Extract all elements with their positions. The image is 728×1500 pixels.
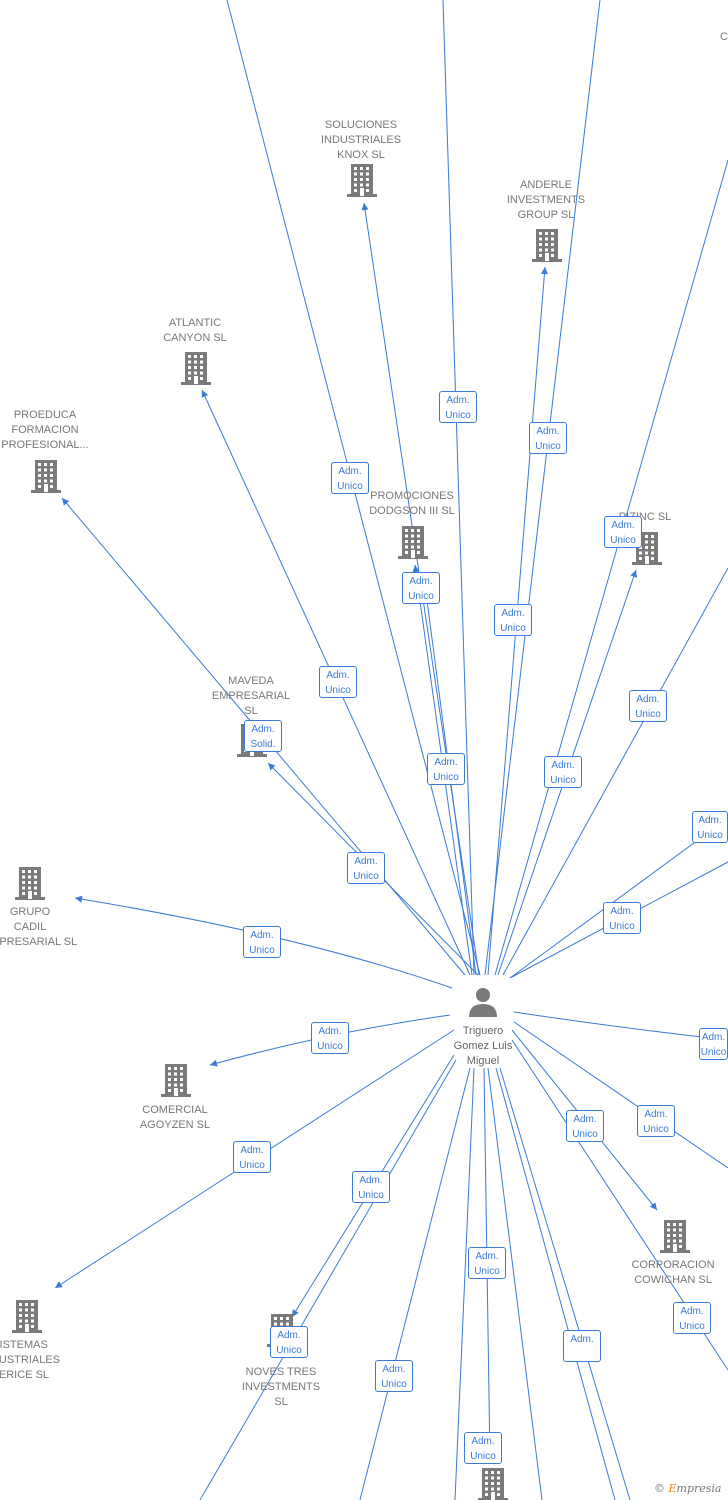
company-label-comercial[interactable]: COMERCIAL AGOYZEN SL — [139, 1104, 211, 1131]
arrowhead — [55, 1281, 63, 1288]
arrowhead — [649, 1202, 657, 1210]
relation-badge[interactable]: Adm. — [563, 1330, 601, 1362]
relation-badge[interactable]: Adm. Unico — [402, 572, 440, 604]
building-icon — [398, 526, 428, 559]
building-icon — [31, 460, 61, 493]
relation-badge[interactable]: Adm. Unico — [243, 926, 281, 958]
arrowhead — [540, 267, 548, 275]
relation-badge[interactable]: Adm. Unico — [427, 753, 465, 785]
relation-badge[interactable]: Adm. Unico — [529, 422, 567, 454]
relation-line — [454, 1067, 475, 1500]
relation-badge[interactable]: Adm. Unico — [270, 1326, 308, 1358]
building-icon — [181, 352, 211, 385]
building-icon — [15, 867, 45, 900]
arrowhead — [210, 1059, 218, 1067]
brand-logo-letter: E — [668, 1482, 677, 1495]
relation-badge[interactable]: Adm. Unico — [464, 1432, 502, 1464]
relation-badge[interactable]: Adm. Unico — [468, 1247, 506, 1279]
relation-badge[interactable]: Adm. Unico — [375, 1360, 413, 1392]
relation-badge[interactable]: Adm. Unico — [352, 1171, 390, 1203]
relation-badge[interactable]: Adm. Unico — [311, 1022, 349, 1054]
arrowhead — [412, 565, 420, 573]
relation-badge[interactable]: Adm. Unico — [544, 756, 582, 788]
company-label-promociones[interactable]: PROMOCIONES DODGSON III SL — [369, 490, 455, 517]
company-label-maveda[interactable]: MAVEDA EMPRESARIAL SL — [211, 675, 291, 717]
company-label-corporacion[interactable]: CORPORACION COWICHAN SL — [631, 1259, 715, 1286]
relation-badge[interactable]: Adm. Unico — [673, 1302, 711, 1334]
building-icon — [347, 164, 377, 197]
arrowhead — [361, 203, 369, 211]
relation-line — [442, 0, 475, 976]
relation-badge[interactable]: Adm. Unico — [604, 516, 642, 548]
company-label-atlantic[interactable]: ATLANTIC CANYON SL — [163, 317, 227, 344]
relation-line — [495, 1067, 616, 1500]
company-label-soluciones[interactable]: SOLUCIONES INDUSTRIALES KNOX SL — [320, 119, 402, 161]
relation-line — [487, 1067, 543, 1500]
person-icon — [469, 988, 497, 1017]
relation-line — [502, 567, 728, 976]
arrowhead — [62, 498, 70, 506]
relation-line — [513, 1021, 728, 1169]
relation-badge[interactable]: Adm. Unico — [347, 852, 385, 884]
relation-badge[interactable]: Adm. Unico — [692, 811, 728, 843]
relation-line — [74, 897, 453, 989]
relation-line — [359, 1067, 471, 1500]
relation-line — [513, 1011, 728, 1041]
relation-line — [499, 1067, 631, 1500]
company-label-sistemas[interactable]: SISTEMAS INDUSTRIALES HERICE SL — [0, 1339, 61, 1381]
relation-badge[interactable]: Adm. Solid. — [244, 720, 282, 752]
brand-watermark: © Empresia — [654, 1482, 722, 1495]
company-label-anderle[interactable]: ANDERLE INVESTMENTS GROUP SL — [506, 179, 586, 221]
company-label-topright[interactable]: C — [720, 31, 728, 43]
relation-badge[interactable]: Adm. Unico — [699, 1028, 728, 1060]
company-label-grupo[interactable]: GRUPO CADIL EMPRESARIAL SL — [0, 906, 78, 948]
arrowhead — [630, 570, 638, 578]
building-icon — [660, 1220, 690, 1253]
arrowhead — [292, 1309, 299, 1317]
relation-badge[interactable]: Adm. Unico — [233, 1141, 271, 1173]
relation-line — [484, 0, 601, 976]
relation-line — [509, 817, 728, 979]
relation-badge[interactable]: Adm. Unico — [566, 1110, 604, 1142]
relation-badge[interactable]: Adm. Unico — [603, 902, 641, 934]
relation-line — [199, 1059, 457, 1500]
arrowhead — [75, 895, 83, 903]
arrowhead — [268, 763, 276, 771]
relation-badge[interactable]: Adm. Unico — [494, 604, 532, 636]
building-icon — [161, 1064, 191, 1097]
relation-badge[interactable]: Adm. Unico — [331, 462, 369, 494]
copyright-symbol: © — [654, 1482, 665, 1495]
arrowhead — [201, 390, 209, 398]
company-label-proeduca[interactable]: PROEDUCA FORMACION PROFESIONAL... — [1, 409, 89, 451]
building-icon — [12, 1300, 42, 1333]
relation-badge[interactable]: Adm. Unico — [637, 1105, 675, 1137]
company-label-noves[interactable]: NOVES TRES INVESTMENTS SL — [241, 1366, 321, 1408]
relation-badge[interactable]: Adm. Unico — [629, 690, 667, 722]
building-icon — [532, 229, 562, 262]
relation-line — [494, 159, 728, 976]
relation-badge[interactable]: Adm. Unico — [439, 391, 477, 423]
brand-name: mpresia — [676, 1482, 722, 1495]
building-icon — [478, 1468, 508, 1500]
relation-badge[interactable]: Adm. Unico — [319, 666, 357, 698]
person-label[interactable]: Triguero Gomez Luis Miguel — [453, 1025, 513, 1067]
